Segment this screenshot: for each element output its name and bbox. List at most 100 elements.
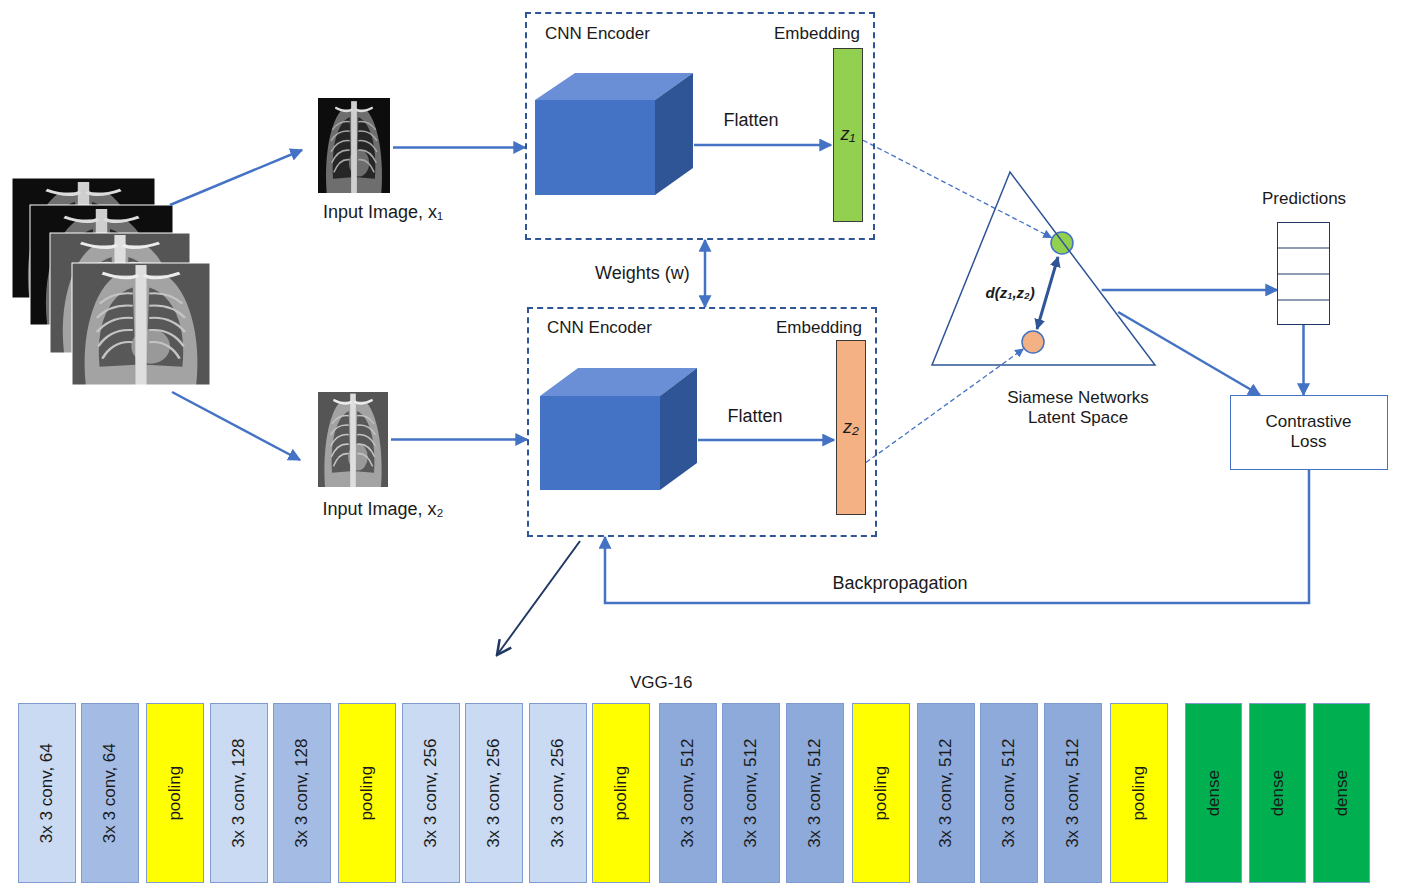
conv-layer: 3x 3 conv, 512 [980,703,1038,883]
triangle-shape [932,172,1155,365]
embedding-vector: z₁ [833,48,863,222]
layer-text: 3x 3 conv, 512 [678,739,698,848]
conv-layer: 3x 3 conv, 512 [786,703,844,883]
edge-label: Backpropagation [833,573,968,595]
vector-name: z₂ [843,417,859,439]
frame-heading: Embedding [776,318,862,338]
encoder-cube [540,368,697,490]
layer-text: dense [1267,770,1287,816]
loss-box: Contrastive Loss [1230,395,1388,470]
dense-layer: dense [1249,703,1306,883]
cell-divider [1277,273,1330,274]
pooling-layer: pooling [1110,703,1168,883]
connector [704,240,707,307]
conv-layer: 3x 3 conv, 64 [81,703,139,883]
diagram-label: Flatten [724,110,779,132]
connector [1302,325,1305,395]
cube-side [660,368,697,490]
conv-layer: 3x 3 conv, 512 [1044,703,1102,883]
conv-layer: 3x 3 conv, 256 [529,703,587,883]
sample-arrow [170,150,302,205]
layer-text: 3x 3 conv, 128 [292,739,312,848]
dense-layer: dense [1313,703,1370,883]
flatten-arrow [698,439,834,442]
layer-text: 3x 3 conv, 64 [100,743,120,843]
triangle-outline [930,168,1160,368]
latent-text: Siamese Networks Latent Space [993,388,1163,429]
image-caption: Input Image, x₂ [323,499,444,521]
connector [1118,312,1260,395]
label-holder: Flatten [721,110,782,132]
image-caption: Input Image, x₁ [323,202,443,224]
embedding-point [1022,331,1044,353]
input-xray [318,98,390,193]
box-text: Contrastive Loss [1249,412,1369,453]
layer-text: 3x 3 conv, 64 [37,743,57,843]
connector [1102,289,1277,292]
layer-text: 3x 3 conv, 512 [936,739,956,848]
input-image: Input Image, x₁ [318,98,390,193]
layer-text: dense [1331,770,1351,816]
layer-text: 3x 3 conv, 512 [1063,739,1083,848]
label-patch: Weights (w) [592,263,693,285]
label-holder: VGG-16 [627,673,695,693]
prediction-cells [1277,248,1330,300]
layer-text: 3x 3 conv, 128 [229,739,249,848]
layer-text: pooling [611,766,631,821]
conv-layer: 3x 3 conv, 128 [273,703,331,883]
latent-space-triangle: d(z₁,z₂)Siamese Networks Latent Space [930,168,1160,368]
frame-heading: CNN Encoder [545,24,650,44]
layer-text: 3x 3 conv, 256 [484,739,504,848]
diagram-label: VGG-16 [630,673,692,693]
layer-text: 3x 3 conv, 512 [741,739,761,848]
cell-divider [1277,299,1330,300]
input-xray [318,392,388,487]
sample-arrow [172,392,300,460]
box-heading: Predictions [1262,189,1346,209]
layer-text: pooling [357,766,377,821]
input-image: Input Image, x₂ [318,392,388,487]
predictions-box: Predictions [1277,222,1330,325]
dense-layer: dense [1185,703,1242,883]
cell-divider [1277,247,1330,248]
label-holder: Flatten [725,406,786,428]
encoder-cube [535,73,693,195]
layer-text: 3x 3 conv, 512 [805,739,825,848]
connector [393,146,525,149]
conv-layer: 3x 3 conv, 256 [465,703,523,883]
vector-name: z₁ [841,124,856,146]
dashed-connector [866,349,1023,462]
layer-text: pooling [165,766,185,821]
pooling-layer: pooling [338,703,396,883]
layer-text: pooling [1129,766,1149,821]
flatten-arrow [694,144,831,147]
conv-layer: 3x 3 conv, 64 [18,703,76,883]
conv-layer: 3x 3 conv, 512 [659,703,717,883]
layer-text: pooling [871,766,891,821]
frame-heading: Embedding [774,24,860,44]
pooling-layer: pooling [146,703,204,883]
conv-layer: 3x 3 conv, 512 [917,703,975,883]
xray-image [72,263,210,385]
encoder-frame: CNN Encoder Embedding z₂ [527,307,877,537]
frame-heading: CNN Encoder [547,318,652,338]
distance-arrow [1037,257,1058,329]
latent-text: d(z₁,z₂) [986,284,1035,302]
xray-stack [12,178,210,385]
connector [391,438,527,441]
conv-layer: 3x 3 conv, 256 [402,703,460,883]
layer-text: dense [1203,770,1223,816]
diagram-label: Flatten [728,406,783,428]
cube-side [655,73,693,195]
embedding-vector: z₂ [836,340,866,515]
conv-layer: 3x 3 conv, 512 [722,703,780,883]
cube-front [535,100,655,195]
label-patch: Backpropagation [830,573,971,595]
layer-text: 3x 3 conv, 256 [421,739,441,848]
edge-label: Weights (w) [595,263,690,285]
conv-layer: 3x 3 conv, 128 [210,703,268,883]
xray-edge [72,263,210,385]
